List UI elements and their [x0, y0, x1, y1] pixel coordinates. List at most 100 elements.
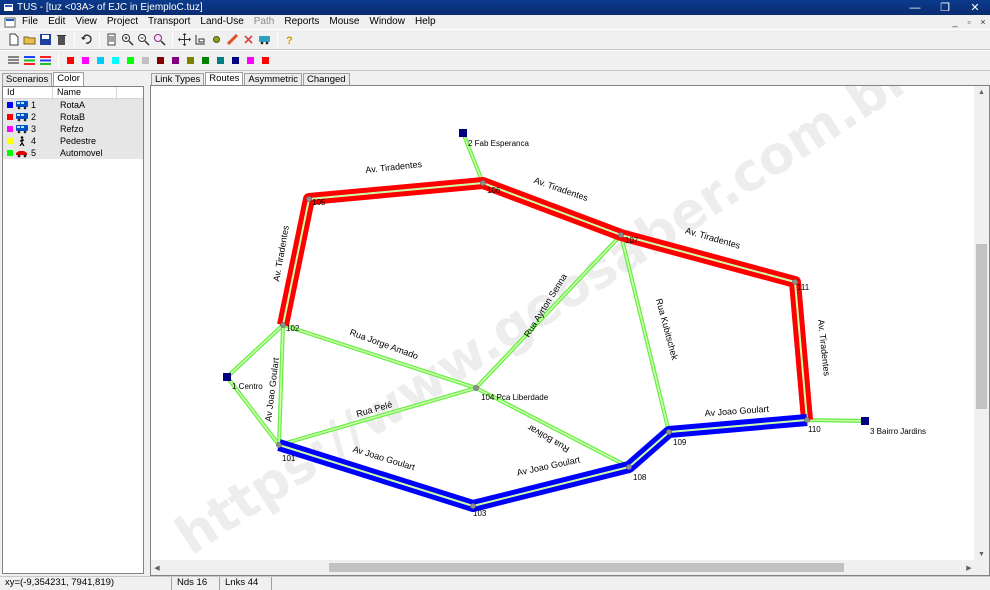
open-folder-icon[interactable] — [22, 32, 37, 47]
network-node[interactable] — [473, 385, 479, 391]
color-swatch[interactable] — [262, 57, 269, 64]
color-swatch[interactable] — [247, 57, 254, 64]
network-node[interactable] — [804, 417, 810, 423]
zoom-window-icon[interactable] — [152, 32, 167, 47]
color-swatch[interactable] — [127, 57, 134, 64]
vertical-scrollbar[interactable]: ▲ ▼ — [974, 86, 989, 560]
network-node[interactable] — [666, 429, 672, 435]
title-bar[interactable]: TUS - [tuz <03A> of EJC in EjemploC.tuz]… — [0, 0, 990, 15]
tab-color[interactable]: Color — [53, 72, 84, 86]
mdi-close-button[interactable]: × — [980, 17, 986, 27]
zoom-in-icon[interactable] — [120, 32, 135, 47]
network-node[interactable] — [276, 442, 282, 448]
node-icon[interactable] — [209, 32, 224, 47]
zoom-out-icon[interactable] — [136, 32, 151, 47]
scroll-right-icon[interactable]: ▶ — [966, 564, 972, 572]
help-icon[interactable]: ? — [282, 32, 297, 47]
trash-icon[interactable] — [54, 32, 69, 47]
network-node[interactable] — [792, 279, 798, 285]
mdi-minimize-button[interactable]: _ — [952, 17, 958, 27]
color-swatch[interactable] — [172, 57, 179, 64]
tab-changed[interactable]: Changed — [302, 73, 350, 85]
swap-icon[interactable] — [241, 32, 256, 47]
scrollbar-corner — [974, 560, 989, 575]
bus-icon — [15, 100, 29, 110]
tab-scenarios[interactable]: Scenarios — [2, 73, 53, 86]
color-swatch[interactable] — [217, 57, 224, 64]
menu-help[interactable]: Help — [414, 16, 436, 27]
centroid-2[interactable] — [459, 129, 467, 137]
scroll-up-icon[interactable]: ▲ — [978, 88, 985, 96]
color-swatch[interactable] — [82, 57, 89, 64]
menu-mouse[interactable]: Mouse — [329, 16, 360, 27]
menu-path[interactable]: Path — [253, 16, 275, 27]
network-map-svg[interactable]: https://www.geosaber.com.br Av. Tiradent… — [151, 86, 975, 560]
color-swatch[interactable] — [67, 57, 74, 64]
column-header-name[interactable]: Name — [53, 87, 117, 98]
street-label: Av Joao Goulart — [704, 404, 769, 419]
menu-transport[interactable]: Transport — [147, 16, 191, 27]
lines-color-icon[interactable] — [22, 53, 37, 68]
color-swatch[interactable] — [112, 57, 119, 64]
tab-routes[interactable]: Routes — [205, 72, 244, 85]
bus-icon — [15, 112, 29, 122]
new-file-icon[interactable] — [6, 32, 21, 47]
lines-gray-icon[interactable] — [6, 53, 21, 68]
network-node[interactable] — [626, 464, 632, 470]
minimize-button[interactable]: — — [909, 1, 921, 14]
document-icon[interactable] — [3, 16, 17, 28]
page-icon[interactable] — [104, 32, 119, 47]
column-header-id[interactable]: Id — [3, 87, 53, 98]
network-node[interactable] — [480, 180, 486, 186]
route-name: Pedestre — [60, 136, 97, 146]
link-icon[interactable] — [225, 32, 240, 47]
centroid-3[interactable] — [861, 417, 869, 425]
menu-project[interactable]: Project — [106, 16, 138, 27]
network-node[interactable] — [618, 232, 624, 238]
menu-land-use[interactable]: Land-Use — [200, 16, 244, 27]
network-node[interactable] — [306, 196, 312, 202]
color-swatch[interactable] — [232, 57, 239, 64]
menu-file[interactable]: File — [22, 16, 39, 27]
horizontal-scroll-thumb[interactable] — [329, 563, 844, 572]
menu-window[interactable]: Window — [369, 16, 405, 27]
color-swatch[interactable] — [97, 57, 104, 64]
menu-edit[interactable]: Edit — [48, 16, 66, 27]
color-swatch[interactable] — [187, 57, 194, 64]
horizontal-scrollbar[interactable]: ◀ ▶ — [151, 560, 975, 575]
color-swatch[interactable] — [142, 57, 149, 64]
scroll-left-icon[interactable]: ◀ — [154, 564, 160, 572]
menu-view[interactable]: View — [75, 16, 97, 27]
network-node[interactable] — [280, 322, 286, 328]
network-node[interactable] — [470, 503, 476, 509]
mdi-restore-button[interactable]: ▫ — [967, 17, 971, 27]
network-map[interactable]: https://www.geosaber.com.br Av. Tiradent… — [151, 86, 975, 560]
scroll-down-icon[interactable]: ▼ — [978, 550, 985, 558]
main-toolbar: ? — [0, 29, 990, 50]
bus-icon[interactable] — [257, 32, 272, 47]
node-label: 111 — [797, 283, 810, 292]
route-color-square — [7, 114, 13, 120]
pan-icon[interactable] — [177, 32, 192, 47]
route-rotab-band-centerline — [282, 182, 808, 421]
menu-reports[interactable]: Reports — [284, 16, 320, 27]
color-swatch[interactable] — [202, 57, 209, 64]
save-icon[interactable] — [38, 32, 53, 47]
street-label: Av. Tiradentes — [816, 319, 832, 377]
close-button[interactable]: ✕ — [970, 2, 980, 14]
lines-width-icon[interactable] — [38, 53, 53, 68]
color-swatch[interactable] — [157, 57, 164, 64]
centroid-1[interactable] — [223, 373, 231, 381]
vertical-scroll-thumb[interactable] — [976, 244, 987, 409]
measure-icon[interactable] — [193, 32, 208, 47]
tab-link-types[interactable]: Link Types — [151, 73, 205, 85]
undo-icon[interactable] — [79, 32, 94, 47]
restore-button[interactable]: ❐ — [940, 2, 950, 14]
tab-asymmetric[interactable]: Asymmetric — [244, 73, 302, 85]
